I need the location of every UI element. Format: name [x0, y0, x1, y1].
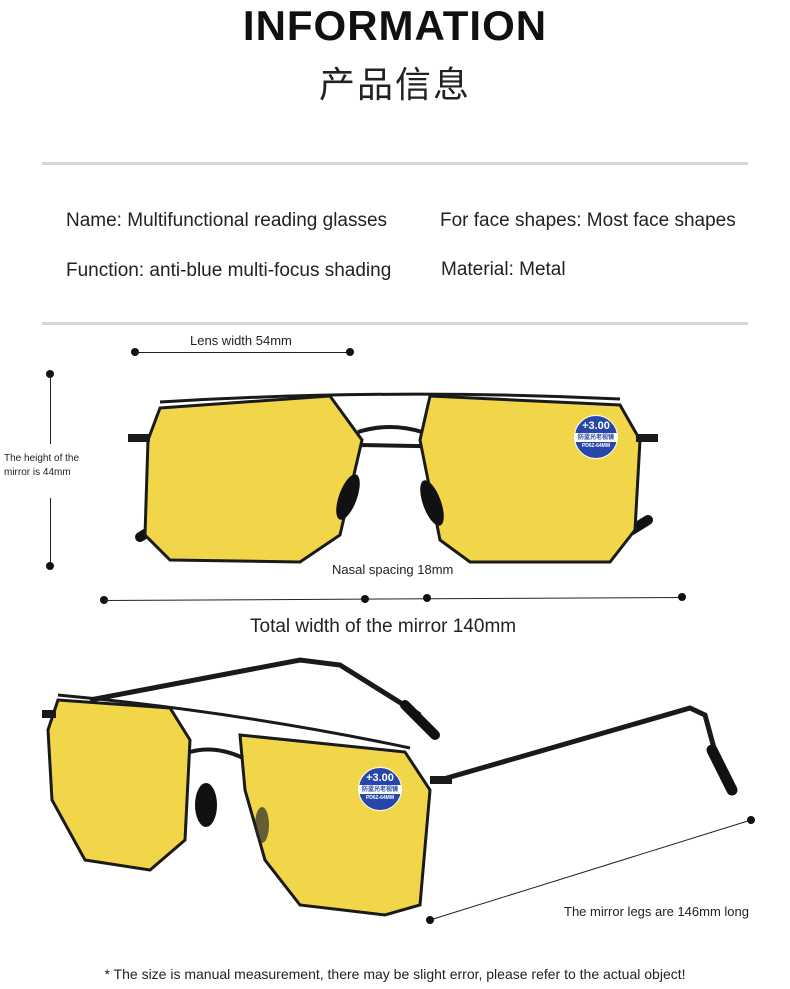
spec-material: Material: Metal: [441, 259, 566, 280]
total-width-label: Total width of the mirror 140mm: [250, 616, 517, 637]
height-line-top: [50, 374, 51, 444]
badge-code-front: PD62-64MM: [581, 443, 611, 449]
badge-code-angled: PD62-64MM: [365, 795, 395, 801]
lens-width-line: [135, 352, 350, 353]
spec-function: Function: anti-blue multi-focus shading: [66, 260, 392, 281]
badge-cn-front: 防蓝光老视镜: [575, 433, 617, 442]
legs-length-label: The mirror legs are 146mm long: [564, 904, 749, 919]
footer-note: * The size is manual measurement, there …: [104, 966, 686, 982]
badge-power-front: +3.00: [582, 420, 610, 432]
nasal-spacing-label: Nasal spacing 18mm: [332, 562, 454, 577]
lens-width-dot-right: [346, 348, 354, 356]
mirror-height-label: The height of the mirror is 44mm: [4, 452, 79, 480]
lens-badge-front: +3.00 防蓝光老视镜 PD62-64MM: [574, 415, 618, 459]
lens-width-label: Lens width 54mm: [190, 333, 292, 348]
badge-cn-angled: 防蓝光老视镜: [359, 785, 401, 794]
spec-name: Name: Multifunctional reading glasses: [66, 210, 388, 231]
badge-power-angled: +3.00: [366, 772, 394, 784]
page-title: INFORMATION: [242, 2, 548, 49]
bottom-divider: [42, 322, 748, 325]
total-width-dot-right: [678, 593, 686, 601]
lens-badge-angled: +3.00 防蓝光老视镜 PD62-64MM: [358, 767, 402, 811]
top-divider: [42, 162, 748, 165]
nasal-dot-left: [361, 595, 369, 603]
height-line-bottom: [50, 498, 51, 564]
mirror-height-label-line2: mirror is 44mm: [4, 467, 71, 478]
nasal-dot-right: [423, 594, 431, 602]
height-dot-bottom: [46, 562, 54, 570]
spec-face-shapes: For face shapes: Most face shapes: [440, 210, 736, 231]
mirror-height-label-line1: The height of the: [4, 453, 80, 464]
page-subtitle: 产品信息: [318, 65, 471, 106]
